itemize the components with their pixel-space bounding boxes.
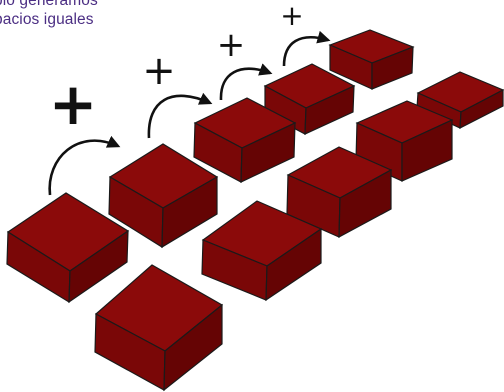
block-middle-3 [94,264,224,392]
block-front-5 [6,192,130,304]
caption-line-2: pacios iguales [0,11,94,28]
block-front-1 [328,29,415,90]
plus-sign-4: + [280,0,303,32]
block-back-2 [355,100,454,182]
caption-text: plo generamos pacios iguales [0,0,98,29]
plus-sign-3: + [217,25,246,65]
arrow-2 [147,92,213,139]
block-middle-1 [286,146,393,239]
arrow-3 [219,63,273,101]
caption-line-1: plo generamos [0,0,98,9]
block-middle-2 [201,200,323,302]
block-front-4 [108,143,219,249]
block-front-2 [263,63,356,135]
arrow-1 [48,135,121,196]
arrow-4 [282,30,331,67]
plus-sign-2: + [142,48,176,94]
plus-sign-1: + [49,70,98,138]
block-front-3 [193,97,297,183]
block-back-1 [416,71,504,130]
